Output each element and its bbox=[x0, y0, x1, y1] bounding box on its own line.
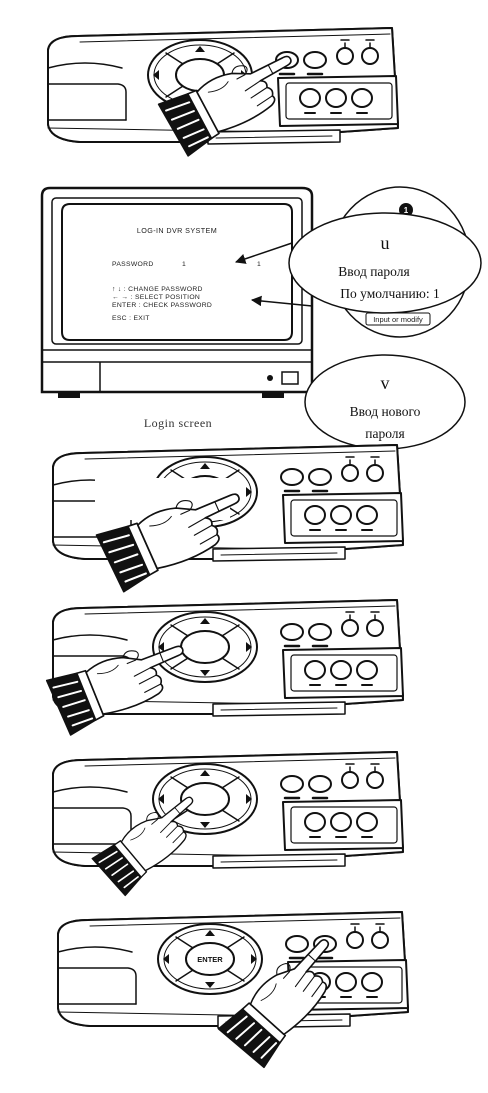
screen-title: LOG-IN DVR SYSTEM bbox=[137, 226, 217, 235]
callout-1-line-1: Ввод пароля bbox=[338, 264, 409, 279]
power-led bbox=[267, 375, 273, 381]
monitor-screen bbox=[62, 204, 292, 340]
remote-caption: Input or modify bbox=[373, 315, 423, 324]
help-line-select: ← → : SELECT POSITION bbox=[112, 294, 200, 301]
power-button bbox=[282, 372, 298, 384]
enter-button-label: ENTER bbox=[197, 955, 223, 964]
help-line-exit: ESC : EXIT bbox=[112, 315, 150, 322]
callout-marker-2: v bbox=[381, 373, 390, 393]
callout-2-line-1: Ввод нового bbox=[350, 404, 421, 419]
password-label: PASSWORD bbox=[112, 261, 154, 268]
help-line-check: ENTER : CHECK PASSWORD bbox=[112, 302, 212, 309]
callout-1-line-2: По умолчанию: 1 bbox=[340, 286, 440, 301]
dvr-front-panel-step-5 bbox=[58, 912, 408, 1028]
monitor-caption: Login screen bbox=[144, 416, 212, 430]
password-value: 1 bbox=[182, 261, 186, 268]
callout-new-password: v Ввод нового пароля bbox=[305, 355, 465, 449]
password-cursor: 1 bbox=[257, 261, 261, 268]
monitor-icon: LOG-IN DVR SYSTEM PASSWORD 1 1 ↑ ↓ : CHA… bbox=[42, 188, 312, 398]
callout-enter-password: u Ввод пароля По умолчанию: 1 bbox=[289, 213, 481, 313]
callout-marker-1: u bbox=[381, 233, 390, 253]
help-line-change: ↑ ↓ : CHANGE PASSWORD bbox=[112, 286, 203, 293]
callout-2-line-2: пароля bbox=[365, 426, 405, 441]
